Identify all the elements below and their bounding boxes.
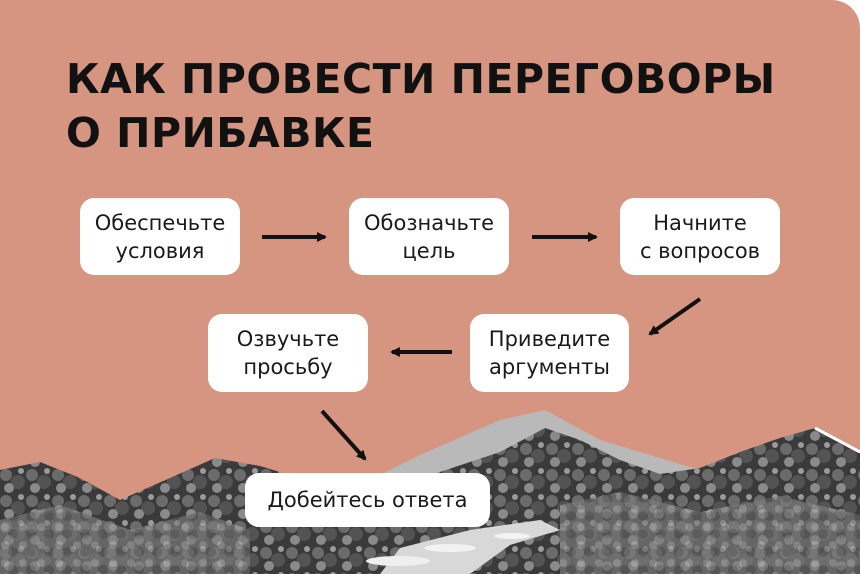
title-line-2: О ПРИБАВКЕ bbox=[66, 109, 375, 157]
step-4-label: Приведите аргументы bbox=[488, 327, 611, 379]
arrow-step5-to-step6 bbox=[320, 409, 367, 461]
step-box-get-answer: Добейтесь ответа bbox=[245, 473, 490, 527]
step-box-start-with-questions: Начните с вопросов bbox=[620, 198, 780, 275]
step-2-label: Обозначьте цель bbox=[363, 210, 495, 263]
step-box-state-goal: Обозначьте цель bbox=[349, 198, 509, 275]
page-title: КАК ПРОВЕСТИ ПЕРЕГОВОРЫ О ПРИБАВКЕ bbox=[66, 52, 776, 160]
step-5-label: Озвучьте просьбу bbox=[236, 327, 340, 379]
title-line-1: КАК ПРОВЕСТИ ПЕРЕГОВОРЫ bbox=[66, 55, 776, 103]
step-6-label: Добейтесь ответа bbox=[267, 488, 468, 512]
step-box-ensure-conditions: Обеспечьте условия bbox=[80, 198, 240, 275]
step-1-label: Обеспечьте условия bbox=[94, 210, 226, 263]
arrow-step3-to-step4 bbox=[648, 297, 702, 336]
step-box-voice-request: Озвучьте просьбу bbox=[208, 314, 368, 392]
step-box-give-arguments: Приведите аргументы bbox=[470, 314, 629, 392]
step-3-label: Начните с вопросов bbox=[639, 210, 761, 263]
